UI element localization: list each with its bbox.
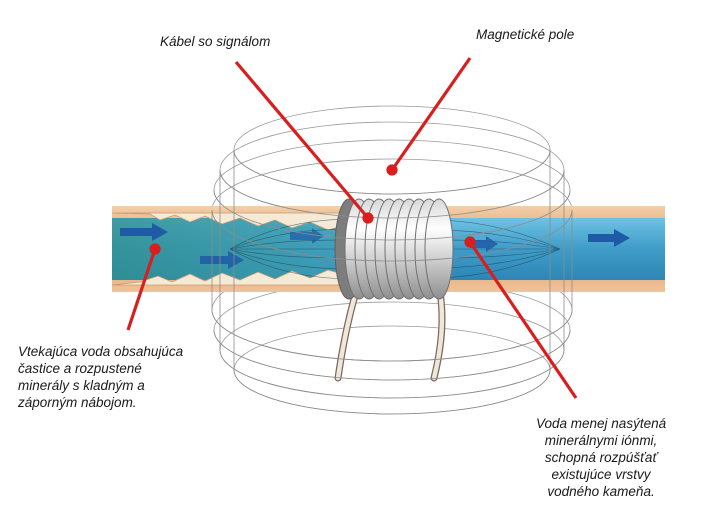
label-outflow-water: Voda menej nasýtená minerálnymi iónmi, s… [536, 415, 666, 500]
pointer-inflow [126, 243, 161, 331]
label-inflow-water: Vtekajúca voda obsahujúca častice a rozp… [18, 343, 183, 411]
flow-arrows [120, 223, 630, 269]
arrow-5 [588, 229, 630, 247]
label-inflow-line-3: minerály s kladným a [18, 378, 145, 393]
magnetic-field-rings-front [211, 149, 573, 415]
arrow-4 [470, 236, 498, 252]
scale-deposit-top [111, 212, 343, 231]
label-magnetic-field: Magnetické pole [476, 27, 575, 42]
label-outflow-line-2: minerálnymi iónmi, [544, 433, 658, 448]
pointers [126, 57, 578, 399]
arrow-1 [120, 223, 168, 241]
arrow-3 [290, 228, 324, 244]
scale-deposit-bottom [111, 269, 343, 286]
label-outflow-line-1: Voda menej nasýtená [536, 416, 667, 431]
pointer-outflow [464, 236, 578, 399]
pointer-field [386, 57, 472, 176]
coil [334, 198, 454, 300]
arrow-2 [200, 251, 244, 269]
label-outflow-line-4: existujúce vrstvy [551, 467, 651, 482]
pointer-cable [234, 60, 374, 224]
label-outflow-line-5: vodného kameňa. [547, 484, 655, 499]
label-outflow-line-3: schopná rozpúšťať [544, 450, 658, 465]
label-inflow-line-2: častice a rozpustené [18, 361, 142, 376]
label-inflow-line-1: Vtekajúca voda obsahujúca [18, 344, 184, 359]
label-signal-cable: Kábel so signálom [160, 34, 271, 49]
label-inflow-line-4: záporným nábojom. [18, 395, 137, 410]
